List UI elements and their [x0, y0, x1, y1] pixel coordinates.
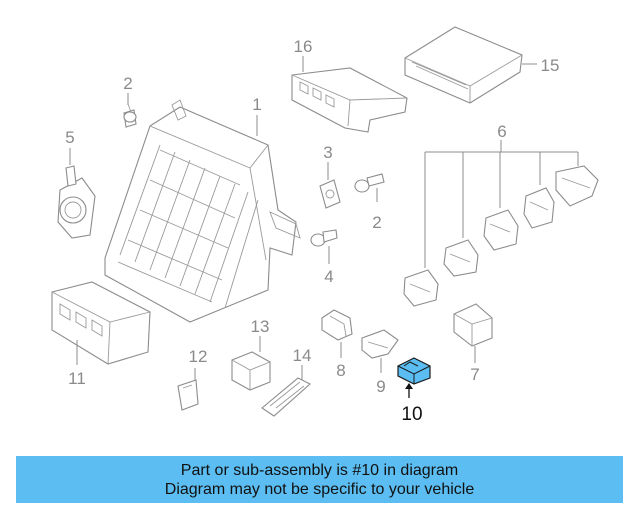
part-3-clip: [319, 179, 341, 209]
banner-line-disclaimer: Diagram may not be specific to your vehi…: [164, 481, 475, 498]
part-4-bolt: [310, 229, 338, 247]
callout-14: 14: [293, 346, 312, 365]
parts-diagram: 1 2 2 3 4 5 6 7 8 9 10 11 12 13 14 15 16: [51, 26, 599, 425]
callout-9: 9: [376, 377, 385, 396]
info-banner: Part or sub-assembly is #10 in diagram D…: [16, 456, 623, 503]
part-5-speaker: [57, 165, 96, 239]
callout-12: 12: [189, 347, 208, 366]
callout-11: 11: [68, 369, 86, 388]
callout-3: 3: [323, 143, 332, 162]
callout-5: 5: [65, 128, 74, 147]
part-13-relay-small: [231, 351, 271, 391]
part-12-blade-fuse: [177, 379, 199, 411]
part-2-bolt-right: [354, 173, 385, 193]
part-10-highlighted: [397, 357, 431, 385]
part-6-relay-set: [403, 151, 599, 307]
callout-6: 6: [497, 122, 506, 141]
callout-15: 15: [541, 56, 560, 75]
callout-16: 16: [294, 37, 313, 56]
banner-line-part-number: Part or sub-assembly is #10 in diagram: [180, 462, 459, 479]
callout-2-right: 2: [372, 213, 381, 232]
part-14-fuse-puller: [261, 377, 311, 417]
callout-4: 4: [324, 267, 333, 286]
part-1-junction-box: [104, 99, 301, 323]
part-2-bolt-upper: [123, 103, 137, 128]
callout-8: 8: [336, 361, 345, 380]
part-16-control-module: [291, 67, 408, 133]
callout-13: 13: [251, 317, 270, 336]
part-15-module: [404, 26, 523, 104]
part-8-fuse-clip: [321, 309, 353, 341]
callout-1: 1: [252, 95, 261, 114]
part-7-relay: [453, 303, 493, 347]
part-11-fuse-block: [51, 281, 151, 365]
callout-7: 7: [470, 365, 479, 384]
callout-10: 10: [401, 404, 422, 425]
part-9-fuse-holder: [361, 329, 399, 359]
callout-2-upper: 2: [123, 74, 132, 93]
